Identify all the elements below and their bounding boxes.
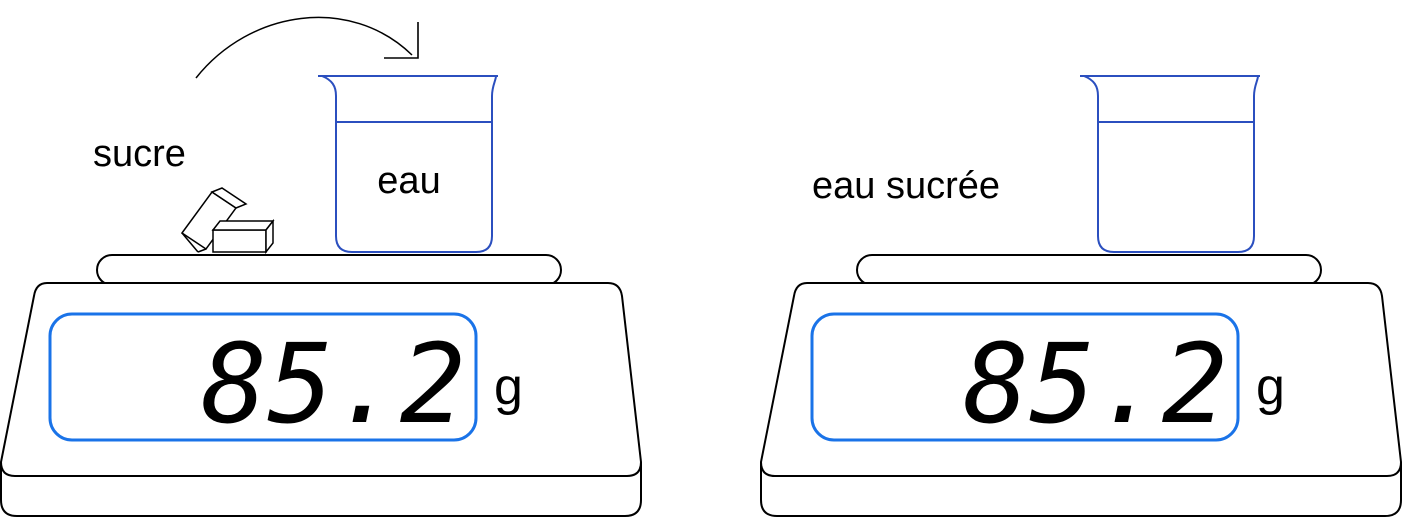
scale-left: 85.2 g bbox=[0, 254, 642, 517]
beaker-water: eau bbox=[318, 75, 498, 253]
lcd-display bbox=[810, 312, 1240, 442]
sugar-water-label: eau sucrée bbox=[812, 165, 1000, 207]
sugar-cube-flat bbox=[211, 218, 275, 255]
sugar-label: sucre bbox=[93, 133, 186, 175]
pour-arrow bbox=[195, 16, 419, 79]
scene-before: sucre eau bbox=[0, 16, 642, 517]
scale-plate bbox=[856, 254, 1322, 286]
weight-reading: 85.2 bbox=[201, 320, 466, 448]
unit-label: g bbox=[494, 358, 523, 416]
scene-after: eau sucrée 85.2 g bbox=[760, 75, 1402, 517]
sugar-cube-tilted bbox=[180, 187, 248, 253]
weight-reading: 85.2 bbox=[963, 320, 1228, 448]
lcd-display bbox=[48, 312, 478, 442]
scale-right: 85.2 g bbox=[760, 254, 1402, 517]
sugar-cubes bbox=[180, 187, 275, 255]
unit-label: g bbox=[1256, 358, 1285, 416]
beaker-sugar-water bbox=[1080, 75, 1260, 253]
water-label: eau bbox=[377, 160, 440, 202]
scale-plate bbox=[96, 254, 562, 286]
